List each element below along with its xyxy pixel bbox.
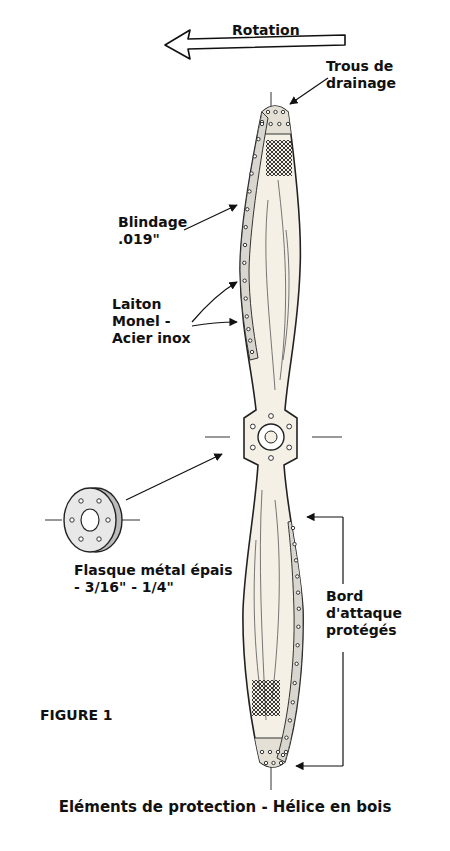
hole: [249, 339, 252, 342]
hole: [260, 750, 263, 753]
part-label: Trous de drainage: [326, 58, 408, 92]
hole: [264, 761, 267, 764]
hole: [278, 122, 281, 125]
figure-caption: Eléments de protection - Hélice en bois: [10, 798, 440, 816]
hole: [293, 542, 296, 545]
leading-edge-sheath: [240, 112, 268, 360]
hole: [246, 208, 249, 211]
tip-cap: [230, 738, 310, 778]
hole: [286, 122, 289, 125]
hole: [250, 350, 253, 353]
hole: [268, 750, 271, 753]
hole: [266, 110, 269, 113]
hole: [285, 736, 288, 739]
tip-cap-edge: [230, 134, 310, 135]
hole: [250, 172, 253, 175]
center-line: [205, 437, 230, 438]
hole: [97, 537, 101, 541]
tip-cap: [230, 100, 310, 134]
hole: [294, 559, 297, 562]
hole: [295, 662, 298, 665]
hole: [284, 750, 287, 753]
hole: [106, 518, 110, 522]
hub: [250, 414, 291, 461]
hole: [288, 719, 291, 722]
hole: [244, 297, 247, 300]
hole: [297, 607, 300, 610]
hole: [272, 761, 275, 764]
tip-cap-edge: [230, 738, 310, 739]
hole: [79, 537, 83, 541]
tip-hatching: [252, 680, 280, 716]
hole: [297, 625, 300, 628]
hole: [243, 261, 246, 264]
hole: [250, 445, 255, 450]
hole: [281, 110, 284, 113]
hole: [257, 137, 260, 140]
hole: [296, 575, 299, 578]
hole: [296, 591, 299, 594]
hole: [260, 122, 263, 125]
hole: [79, 499, 83, 503]
propeller-body: [240, 106, 303, 767]
part-label: Blindage .019": [118, 214, 194, 248]
hole: [244, 225, 247, 228]
part-label: Flasque métal épais - 3/16" - 1/4": [74, 562, 236, 596]
hole: [243, 243, 246, 246]
hole: [293, 681, 296, 684]
hole: [253, 155, 256, 158]
leader-lines: [126, 78, 343, 766]
hole: [279, 761, 282, 764]
part-label: Bord d'attaque protégés: [326, 588, 418, 638]
leading-edge-sheath: [277, 520, 303, 762]
hole: [287, 445, 292, 450]
hole: [276, 750, 279, 753]
wood-grain: [254, 180, 289, 720]
hole: [287, 424, 292, 429]
hole: [245, 315, 248, 318]
rivet-holes: [243, 110, 301, 764]
hole: [269, 414, 274, 419]
hole: [250, 424, 255, 429]
figure-number: FIGURE 1: [40, 707, 160, 724]
flange: [45, 488, 140, 552]
hole: [281, 753, 284, 756]
hole: [291, 526, 294, 529]
hole: [243, 279, 246, 282]
hole: [296, 644, 299, 647]
hole: [70, 518, 74, 522]
part-label: Laiton Monel - Acier inox: [112, 296, 200, 346]
hole: [269, 122, 272, 125]
tip-hatching: [266, 140, 292, 176]
hole: [247, 327, 250, 330]
part-label: Rotation: [232, 22, 322, 39]
hole: [291, 701, 294, 704]
hole: [274, 110, 277, 113]
center-line: [312, 437, 342, 438]
hole: [269, 456, 274, 461]
hole: [97, 499, 101, 503]
hole: [248, 190, 251, 193]
